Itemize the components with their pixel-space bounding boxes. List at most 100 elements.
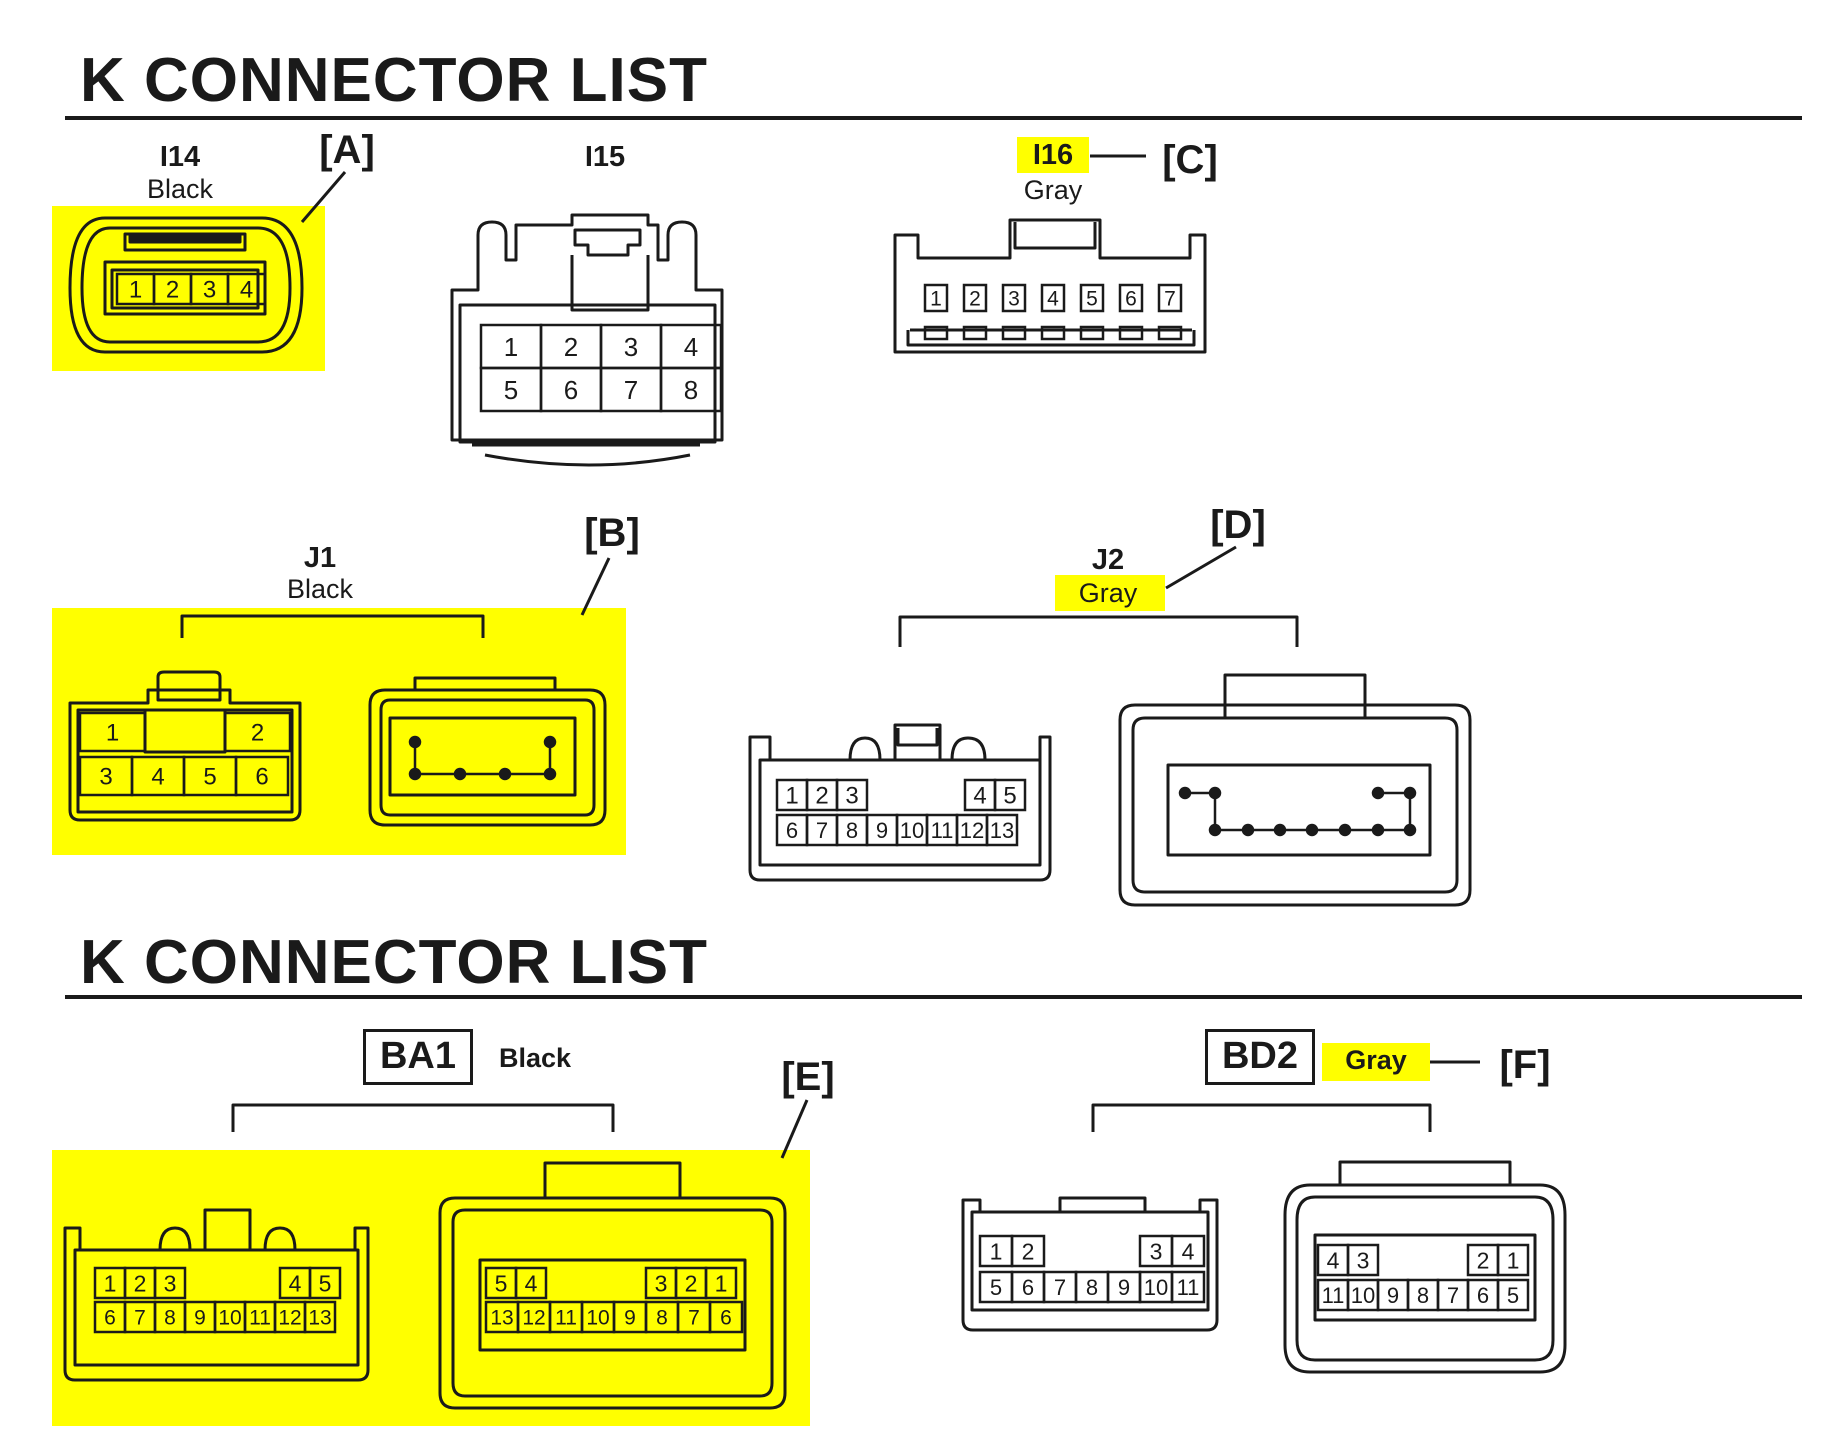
highlight-bd2-color bbox=[1322, 1043, 1430, 1081]
j2-short-bar-dot bbox=[1403, 786, 1417, 800]
j2-pin-4: 4 bbox=[973, 783, 986, 810]
connector-j1-left-body bbox=[68, 670, 302, 822]
j1-short-bar-dot bbox=[543, 735, 557, 749]
connector-code-i15: I15 bbox=[584, 141, 626, 173]
connector-code-i14: I14 bbox=[159, 141, 201, 173]
bd2-right-pin-10: 10 bbox=[1351, 1283, 1375, 1308]
ba1-right-pin-3: 3 bbox=[655, 1270, 668, 1296]
i16-pin-2: 2 bbox=[969, 288, 981, 311]
i16-pin-4-cell bbox=[1040, 283, 1066, 313]
ba1-left-pin-5: 5 bbox=[319, 1270, 332, 1296]
bd2-left-pin-8: 8 bbox=[1086, 1275, 1098, 1300]
j1-pin-5: 5 bbox=[203, 764, 216, 791]
i16-pin-5-cell bbox=[1079, 283, 1105, 313]
connector-code-j1: J1 bbox=[303, 542, 337, 574]
ba1-right-pin-10: 10 bbox=[586, 1307, 609, 1330]
i14-pin-4: 4 bbox=[240, 277, 253, 304]
section-rule-1 bbox=[65, 116, 1802, 120]
highlight-i16-code bbox=[1017, 137, 1089, 173]
bd2-left-pin-7: 7 bbox=[1054, 1275, 1066, 1300]
section-title-2: K CONNECTOR LIST bbox=[80, 928, 708, 997]
i15-pin-1: 1 bbox=[504, 332, 518, 362]
j2-pin-2: 2 bbox=[815, 783, 828, 810]
bd2-right-pin-2: 2 bbox=[1477, 1247, 1490, 1273]
i16-slot-cell bbox=[923, 325, 949, 341]
callout-f: [F] bbox=[1499, 1043, 1551, 1087]
callout-e: [E] bbox=[781, 1055, 835, 1099]
i14-pin-2: 2 bbox=[166, 277, 179, 304]
j2-pin-1: 1 bbox=[785, 783, 798, 810]
ba1-left-pin-1: 1 bbox=[104, 1270, 117, 1296]
bd2-right-pin-6: 6 bbox=[1477, 1283, 1489, 1308]
bd2-right-pin-11: 11 bbox=[1322, 1283, 1345, 1308]
j1-pin-4: 4 bbox=[151, 764, 164, 791]
bd2-left-pin-2-cell bbox=[1010, 1234, 1046, 1268]
bracket-j2 bbox=[898, 615, 1299, 647]
bd2-left-pin-11: 11 bbox=[1177, 1275, 1200, 1300]
bd2-right-pin-8: 8 bbox=[1417, 1283, 1429, 1308]
i14-pin-1: 1 bbox=[129, 277, 142, 304]
j2-short-bar-dot bbox=[1273, 823, 1287, 837]
connector-bd2-left-body bbox=[961, 1196, 1219, 1332]
ba1-right-pin-6: 6 bbox=[720, 1307, 732, 1330]
ba1-right-pin-1-cell bbox=[704, 1266, 738, 1300]
j1-pin-1-cell bbox=[78, 711, 147, 753]
i16-pin-7: 7 bbox=[1164, 288, 1176, 311]
bd2-left-pin-4: 4 bbox=[1182, 1238, 1195, 1264]
bd2-left-pin-10: 10 bbox=[1144, 1275, 1168, 1300]
ba1-left-pin-4: 4 bbox=[289, 1270, 302, 1296]
section-rule-2 bbox=[65, 995, 1802, 999]
connector-color-j1: Black bbox=[286, 574, 354, 604]
connector-bd2-right-body bbox=[1283, 1160, 1567, 1374]
connector-j2-left-body bbox=[748, 723, 1052, 882]
i16-slot-cell bbox=[1118, 325, 1144, 341]
highlight-j2-color bbox=[1055, 575, 1165, 611]
i14-pin-4-cell bbox=[226, 272, 267, 306]
callout-a: [A] bbox=[319, 128, 375, 172]
i15-pin-6: 6 bbox=[564, 375, 578, 405]
bd2-right-pin-1: 1 bbox=[1507, 1247, 1520, 1273]
connector-j1-right-body bbox=[368, 676, 607, 827]
connector-color-ba1: Black bbox=[498, 1043, 572, 1073]
connector-code-j2: J2 bbox=[1091, 544, 1125, 576]
bd2-left-pin-9: 9 bbox=[1118, 1275, 1130, 1300]
callout-d: [D] bbox=[1210, 503, 1266, 547]
j1-short-bar-dot bbox=[408, 735, 422, 749]
callout-line-e bbox=[780, 1099, 809, 1159]
j2-pin-13-cell bbox=[985, 813, 1019, 847]
j2-short-bar-dot bbox=[1178, 786, 1192, 800]
ba1-left-pin-3: 3 bbox=[164, 1270, 177, 1296]
ba1-left-pin-9: 9 bbox=[194, 1307, 206, 1330]
i16-pin-7-cell bbox=[1157, 283, 1183, 313]
j2-pin-11: 11 bbox=[931, 818, 954, 843]
connector-color-j2: Gray bbox=[1078, 578, 1138, 608]
j1-pin-6-cell bbox=[234, 755, 290, 797]
j2-pin-12: 12 bbox=[960, 818, 984, 843]
ba1-right-pin-11: 11 bbox=[555, 1307, 577, 1330]
ba1-left-pin-13-cell bbox=[303, 1300, 337, 1334]
i16-pin-1: 1 bbox=[930, 288, 942, 311]
j2-short-bar-dot bbox=[1208, 786, 1222, 800]
ba1-left-pin-11: 11 bbox=[249, 1307, 271, 1330]
j1-short-bar-dot bbox=[408, 767, 422, 781]
i15-pin-5: 5 bbox=[504, 375, 518, 405]
bracket-j1 bbox=[180, 614, 485, 638]
bd2-left-pin-1: 1 bbox=[990, 1238, 1003, 1264]
bd2-left-pin-2: 2 bbox=[1022, 1238, 1035, 1264]
ba1-left-pin-2: 2 bbox=[134, 1270, 147, 1296]
ba1-right-pin-2: 2 bbox=[685, 1270, 698, 1296]
j2-short-bar-dot bbox=[1371, 823, 1385, 837]
j1-short-bar-dot bbox=[453, 767, 467, 781]
i16-pin-6-cell bbox=[1118, 283, 1144, 313]
ba1-right-pin-8: 8 bbox=[656, 1307, 668, 1330]
j1-pin-6: 6 bbox=[255, 764, 268, 791]
j2-short-bar-dot bbox=[1305, 823, 1319, 837]
j1-pin-1: 1 bbox=[106, 720, 119, 747]
connector-i15-body bbox=[450, 213, 724, 467]
connector-color-i14: Black bbox=[146, 174, 214, 204]
j1-short-bar bbox=[413, 742, 552, 776]
connector-code-ba1: BA1 bbox=[363, 1029, 473, 1085]
i15-pin-2: 2 bbox=[564, 332, 578, 362]
bd2-right-pin-9: 9 bbox=[1387, 1283, 1399, 1308]
bd2-left-pin-6: 6 bbox=[1022, 1275, 1034, 1300]
